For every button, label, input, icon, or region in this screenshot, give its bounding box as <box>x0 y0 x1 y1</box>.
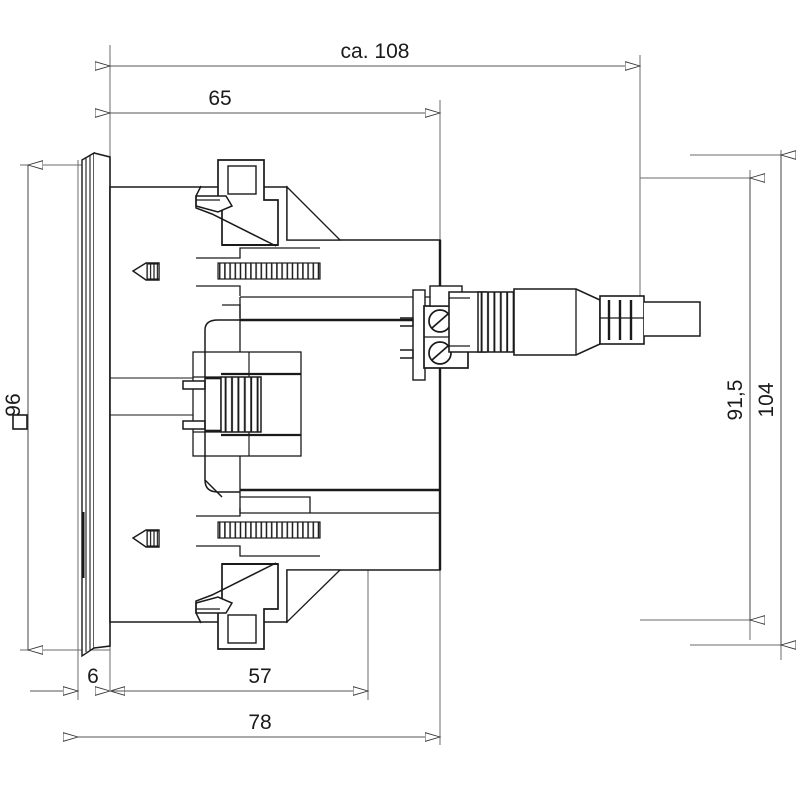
square-symbol-icon <box>12 414 28 430</box>
cable-connector-plug <box>448 288 601 356</box>
dimension-label-bezel-thickness: 6 <box>87 665 99 688</box>
bottom-clamp-screw <box>131 508 321 557</box>
dimension-label-overall-depth: ca. 108 <box>341 40 410 63</box>
center-threaded-stud <box>182 351 302 457</box>
output-cable <box>644 301 701 337</box>
top-clamp-screw <box>131 247 321 296</box>
dimension-label-housing-depth: 78 <box>248 711 271 734</box>
device-geometry <box>81 151 701 658</box>
bottom-mounting-clip <box>195 562 279 650</box>
front-bezel-plate <box>81 151 111 658</box>
dimension-label-body-depth: 65 <box>208 87 231 110</box>
cable-strain-relief <box>599 295 645 345</box>
dimension-label-total-height: 104 <box>755 382 778 417</box>
dimension-label-bezel-height-group: 96 <box>2 393 28 430</box>
inner-bracket <box>204 304 311 513</box>
dimension-label-bezel-height: 96 <box>2 393 25 416</box>
dimension-label-cutout-height: 91,5 <box>724 380 747 421</box>
top-mounting-clip <box>195 159 279 247</box>
dimension-label-mounting-depth: 57 <box>248 665 271 688</box>
